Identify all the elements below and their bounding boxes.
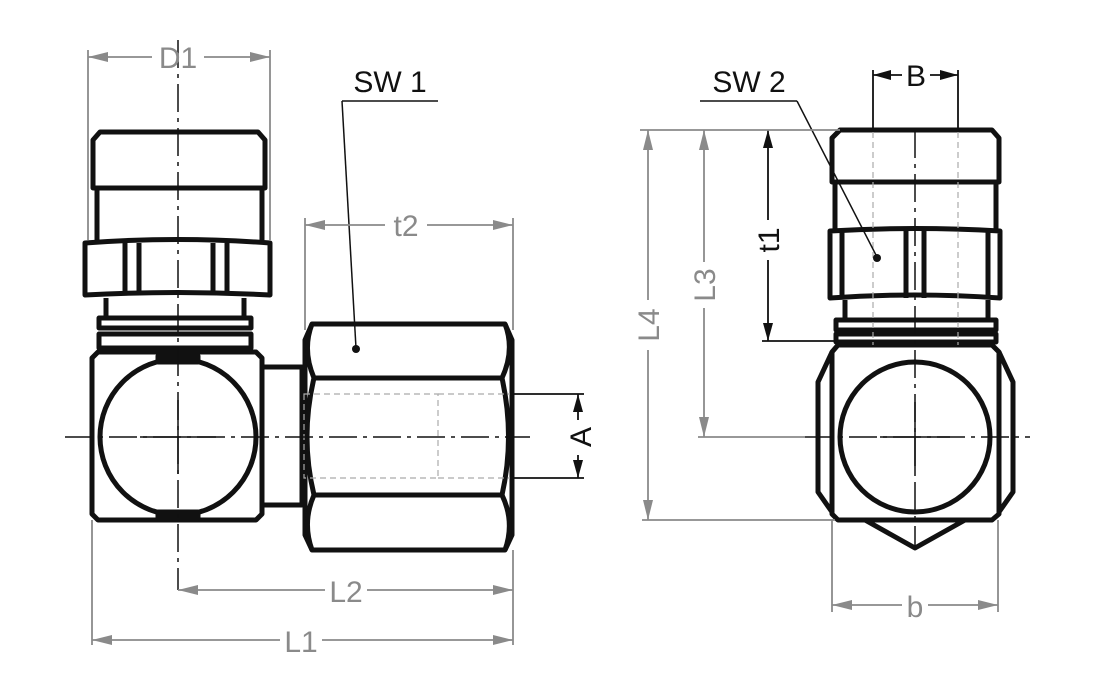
dimension-B: B bbox=[872, 60, 959, 130]
dimension-b: b bbox=[831, 520, 999, 624]
dimension-L3: L3 bbox=[640, 129, 840, 438]
dimension-t2: t2 bbox=[304, 210, 514, 330]
dimension-L1: L1 bbox=[91, 520, 513, 659]
label-B: B bbox=[906, 60, 926, 93]
left-fitting-outline bbox=[82, 129, 515, 553]
callout-SW2: SW 2 bbox=[700, 66, 881, 262]
dimension-A: A bbox=[513, 393, 598, 479]
label-L3: L3 bbox=[689, 268, 722, 301]
dimension-L4: L4 bbox=[633, 130, 835, 521]
label-L1: L1 bbox=[284, 626, 317, 659]
label-t1: t1 bbox=[753, 227, 786, 252]
label-D1: D1 bbox=[159, 42, 197, 75]
label-SW2: SW 2 bbox=[712, 66, 785, 99]
left-centerlines bbox=[65, 40, 530, 590]
label-L4: L4 bbox=[633, 308, 666, 341]
dimension-D1: D1 bbox=[87, 42, 271, 240]
callout-SW1: SW 1 bbox=[341, 66, 438, 353]
left-view: D1 SW 1 t2 A bbox=[65, 40, 598, 659]
right-view: B SW 2 t1 L3 bbox=[633, 60, 1030, 624]
label-SW1: SW 1 bbox=[353, 66, 426, 99]
label-A: A bbox=[565, 427, 598, 447]
label-b: b bbox=[907, 591, 924, 624]
dimension-L2: L2 bbox=[178, 550, 514, 645]
label-L2: L2 bbox=[329, 576, 362, 609]
label-t2: t2 bbox=[393, 210, 418, 243]
right-centerlines bbox=[805, 130, 1030, 548]
dimension-t1: t1 bbox=[753, 130, 835, 342]
